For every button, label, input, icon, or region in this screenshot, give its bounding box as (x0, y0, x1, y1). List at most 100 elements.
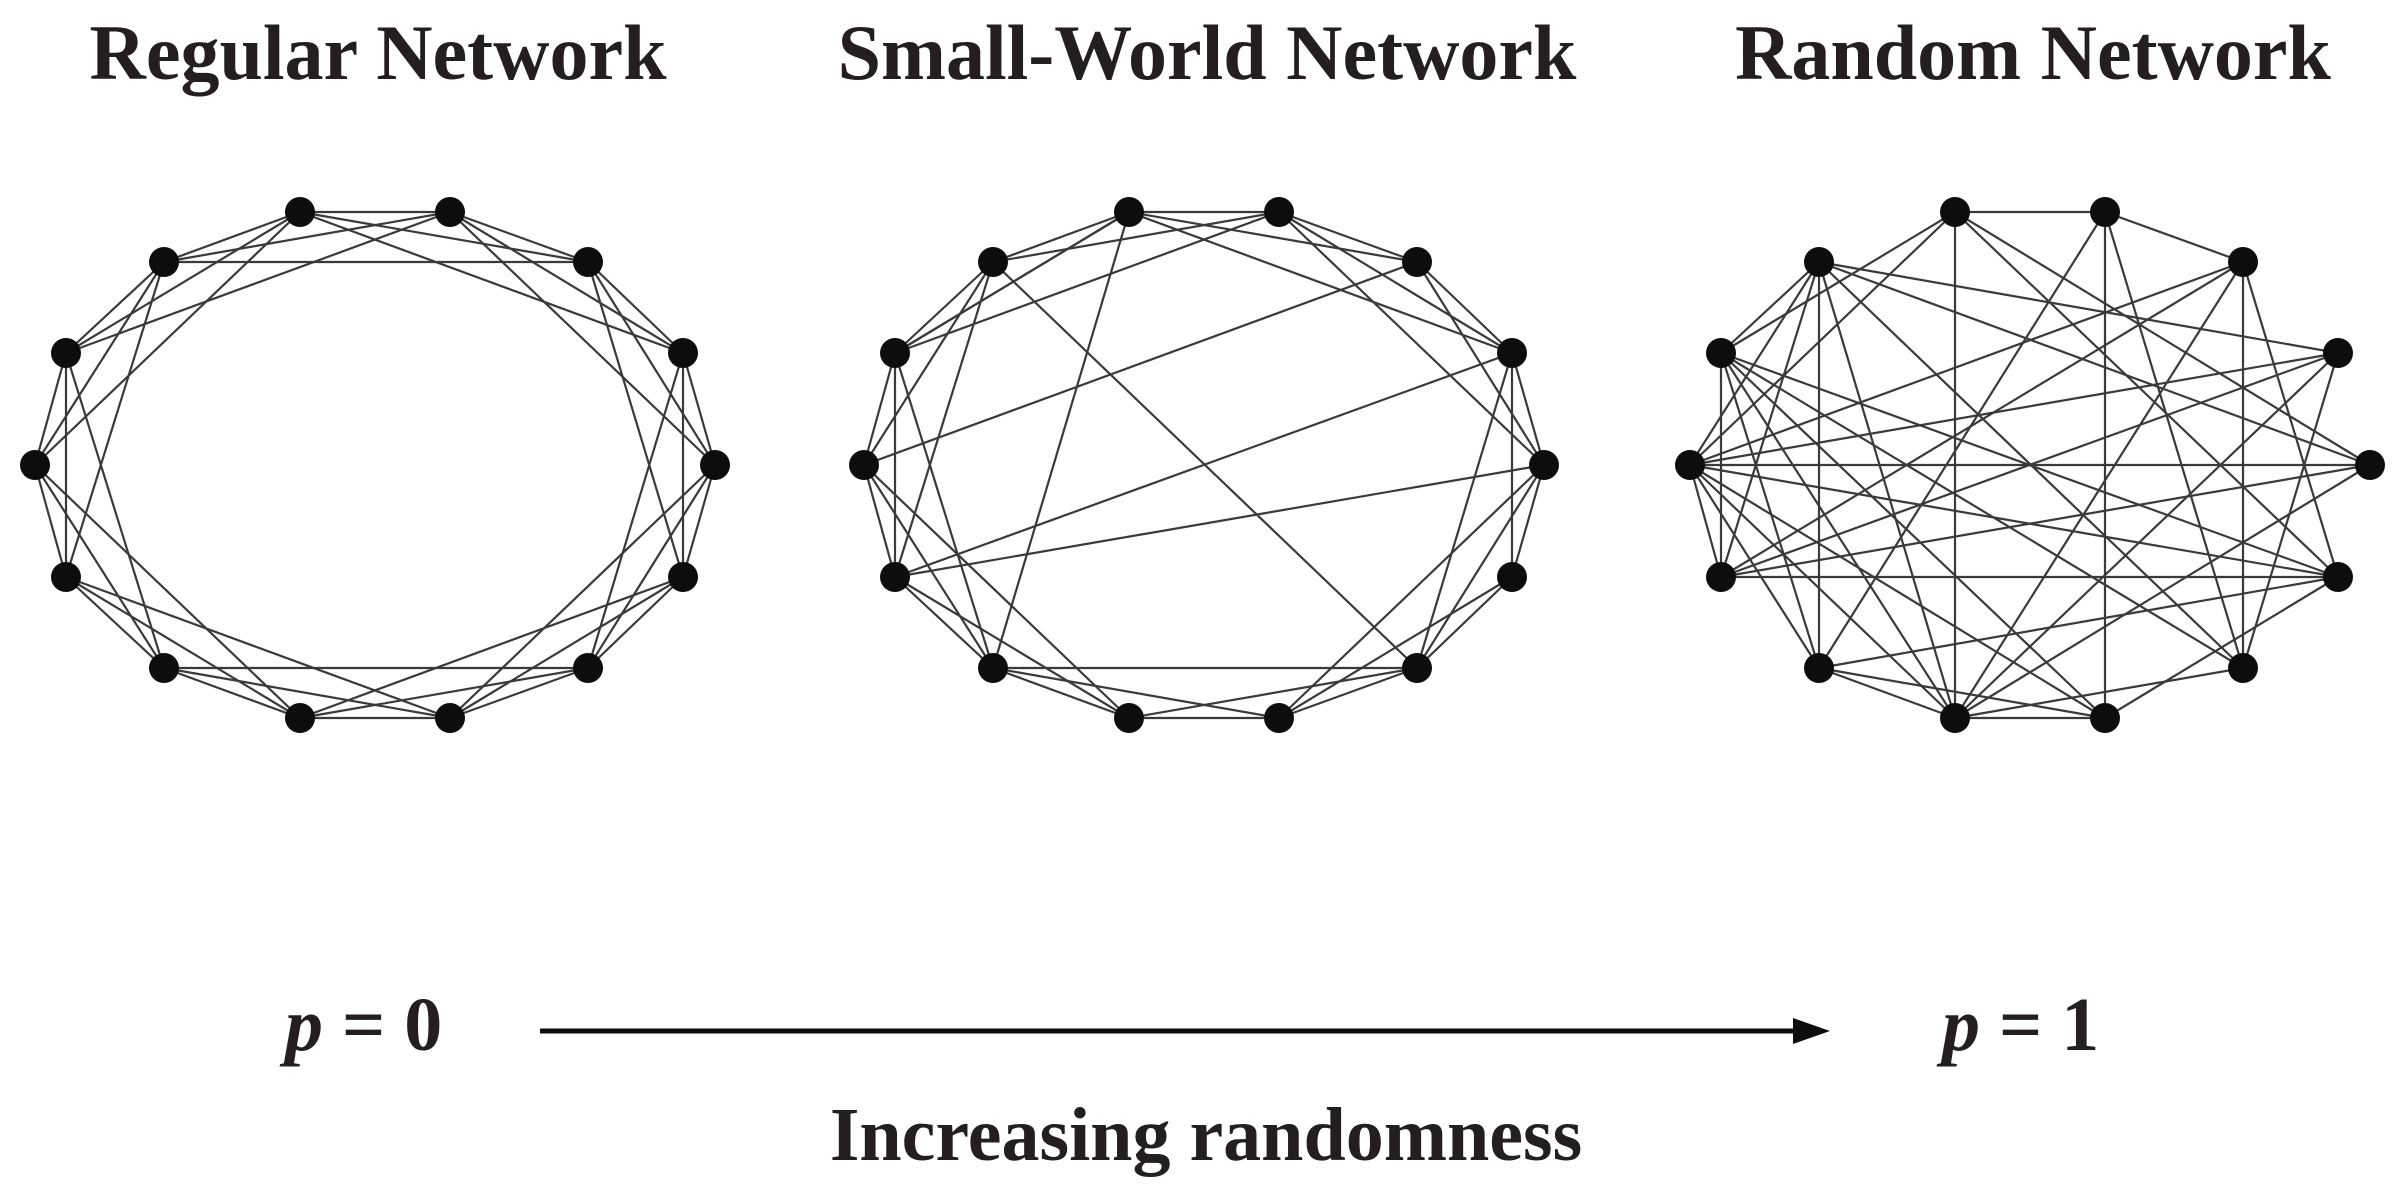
network-node (1940, 197, 1970, 227)
network-edge (587, 261, 716, 466)
p-one-value: = 1 (1980, 983, 2100, 1067)
network-edge (33, 464, 68, 578)
network-edge (299, 210, 589, 264)
network-node (573, 653, 603, 683)
network-edge (1510, 464, 1546, 578)
network-node (1804, 653, 1834, 683)
network-edge (1818, 260, 2371, 467)
network-edge (992, 210, 1130, 264)
network-node (1114, 197, 1144, 227)
network-edge (863, 464, 994, 669)
p-variable: p (1942, 983, 1980, 1067)
network-edge (449, 576, 684, 719)
arrow-head (1793, 1018, 1830, 1044)
network-node (1402, 247, 1432, 277)
network-edge (1689, 211, 1956, 466)
network-edge (862, 352, 897, 466)
network-edge (991, 211, 1131, 669)
network-edge (992, 666, 1280, 720)
network-edge (1818, 575, 2339, 670)
network-edge (893, 261, 995, 578)
network-edge (1954, 211, 2339, 578)
regular-network-title: Regular Network (89, 9, 667, 96)
p-zero-label: p = 0 (285, 980, 442, 1070)
network-node (2228, 653, 2258, 683)
network-edge (1278, 211, 1545, 466)
network-node (2090, 703, 2120, 733)
network-edge (1128, 210, 1418, 264)
network-edge (1415, 352, 1514, 669)
network-edge (64, 261, 166, 578)
random-network-graph (1675, 197, 2385, 733)
network-edge (65, 576, 301, 719)
network-node (2323, 338, 2353, 368)
network-edge (863, 261, 994, 466)
p-zero-value: = 0 (323, 983, 443, 1067)
network-node (51, 562, 81, 592)
network-node (2323, 562, 2353, 592)
network-edge (299, 210, 684, 355)
network-node (700, 450, 730, 480)
randomness-arrow (540, 1018, 1830, 1044)
network-edge (1818, 260, 2339, 355)
network-node (2355, 450, 2385, 480)
network-node (978, 653, 1008, 683)
network-node (849, 450, 879, 480)
network-edge (65, 210, 451, 355)
regular-network-graph (20, 197, 730, 733)
network-edge (1689, 261, 1820, 466)
network-edge (587, 464, 716, 669)
network-edge (863, 260, 1418, 467)
network-node (1114, 703, 1144, 733)
network-edge (1689, 463, 2339, 579)
network-edge (894, 211, 1130, 354)
network-edge (992, 261, 1418, 669)
network-edge (1689, 351, 2339, 467)
network-node (573, 247, 603, 277)
network-node (285, 703, 315, 733)
network-edge (992, 210, 1280, 264)
network-edge (1720, 352, 2106, 719)
network-edge (65, 261, 165, 354)
network-node (51, 338, 81, 368)
network-edge (1128, 666, 1418, 720)
network-edge (34, 464, 165, 669)
network-edge (1278, 464, 1545, 719)
network-edge (681, 352, 717, 466)
network-edge (449, 464, 716, 719)
network-node (1264, 703, 1294, 733)
network-edge (1278, 210, 1418, 264)
network-edge (1128, 210, 1513, 355)
small-world-network-graph (849, 197, 1559, 733)
network-node (1497, 562, 1527, 592)
network-edge (34, 464, 301, 719)
network-edge (163, 210, 451, 264)
network-edge (163, 666, 301, 720)
network-node (880, 338, 910, 368)
network-edge (894, 261, 994, 354)
network-node (285, 197, 315, 227)
network-edge (163, 210, 301, 264)
network-edge (2241, 352, 2340, 669)
network-edge (64, 352, 166, 669)
network-edge (1689, 464, 1820, 669)
network-edge (1688, 464, 1723, 578)
p-variable: p (285, 983, 323, 1067)
network-edge (586, 261, 685, 578)
network-edge (449, 666, 589, 720)
network-node (2090, 197, 2120, 227)
network-edge (65, 575, 451, 720)
network-edge (1416, 464, 1545, 669)
network-node (668, 338, 698, 368)
network-edge (586, 352, 685, 669)
network-edge (681, 464, 717, 578)
network-edge (1817, 261, 1957, 719)
network-node (1497, 338, 1527, 368)
network-node (978, 247, 1008, 277)
network-edge (1278, 666, 1418, 720)
network-node (20, 450, 50, 480)
network-node (435, 703, 465, 733)
network-edge (299, 575, 684, 720)
network-node (149, 653, 179, 683)
